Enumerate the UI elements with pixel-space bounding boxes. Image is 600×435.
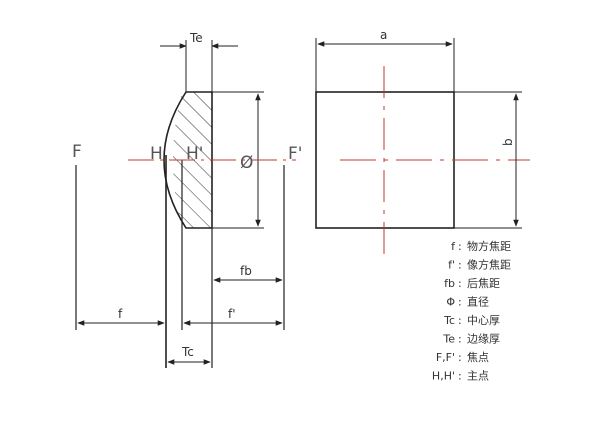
legend-description: 后焦距 <box>467 277 500 290</box>
legend-description: 直径 <box>467 295 489 309</box>
lens-outline <box>163 91 213 229</box>
label-H: H <box>150 144 163 164</box>
legend-symbol: H,H' <box>432 370 455 383</box>
legend-symbol: fb <box>444 277 455 290</box>
legend-separator: : <box>458 277 462 290</box>
label-F-prime: F' <box>288 144 302 164</box>
legend-description: 焦点 <box>467 351 489 364</box>
label-diameter: Ø <box>240 153 253 173</box>
label-F: F <box>72 142 82 162</box>
legend-separator: : <box>458 351 462 364</box>
label-f: f <box>118 307 123 321</box>
label-a: a <box>380 28 387 42</box>
legend-separator: : <box>458 259 462 272</box>
legend-symbol: Φ <box>446 296 455 309</box>
label-Tc: Tc <box>181 345 194 359</box>
legend-description: 物方焦距 <box>467 239 511 253</box>
rectangle-view <box>315 38 530 258</box>
label-fb: fb <box>240 264 252 278</box>
legend-separator: : <box>458 333 462 346</box>
lens-side-view <box>75 40 296 368</box>
legend-separator: : <box>458 370 462 383</box>
legend-description: 主点 <box>467 370 489 383</box>
legend-symbol: f' <box>448 259 455 272</box>
legend-symbol: f <box>451 240 456 253</box>
legend-symbol: F,F' <box>436 351 455 364</box>
legend-separator: : <box>458 240 462 253</box>
label-f-prime: f' <box>228 307 236 321</box>
label-b: b <box>501 138 515 146</box>
legend-description: 边缘厚 <box>467 333 500 346</box>
legend-symbol: Te <box>442 333 455 346</box>
legend-separator: : <box>458 314 462 327</box>
legend-separator: : <box>458 296 462 309</box>
legend-symbol: Tc <box>443 314 455 327</box>
legend-description: 中心厚 <box>467 314 500 327</box>
label-H-prime: H' <box>186 144 203 164</box>
legend: f: 物方焦距 f': 像方焦距 fb: 后焦距 Φ: 直径 Tc: 中心厚 Te: 边缘厚 F,F':… <box>432 239 511 383</box>
labels: F H H' Ø F' Te a b fb f f' Tc <box>72 28 515 359</box>
legend-description: 像方焦距 <box>467 258 511 272</box>
label-Te: Te <box>189 31 203 45</box>
